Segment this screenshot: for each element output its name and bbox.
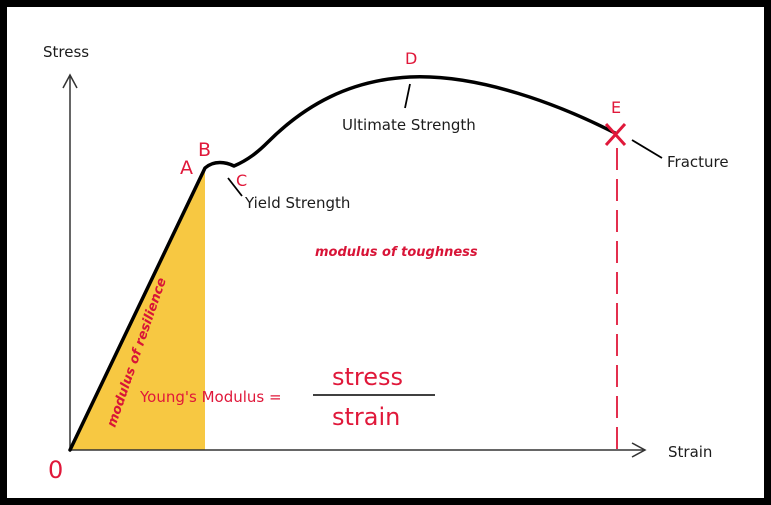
ultimate-leader	[404, 83, 411, 109]
ultimate-strength-label: Ultimate Strength	[342, 116, 476, 134]
point-c-label: C	[236, 171, 247, 190]
fracture-leader	[631, 139, 663, 159]
yield-strength-label: Yield Strength	[244, 194, 350, 212]
origin-label: 0	[48, 456, 63, 484]
x-axis-arrow	[631, 442, 647, 458]
x-axis-label: Strain	[668, 443, 712, 461]
y-axis-arrow	[62, 73, 78, 89]
point-e-label: E	[611, 98, 621, 117]
y-axis-label: Stress	[43, 43, 89, 61]
stress-strain-curve	[68, 75, 617, 452]
yield-leader	[227, 177, 243, 197]
formula-numerator: stress	[332, 363, 403, 391]
point-d-label: D	[405, 49, 417, 68]
formula-denominator: strain	[332, 403, 400, 431]
toughness-label: modulus of toughness	[315, 245, 478, 260]
point-b-label: B	[198, 139, 211, 161]
point-a-label: A	[180, 157, 193, 179]
fracture-label: Fracture	[667, 153, 729, 171]
formula-lhs: Young's Modulus =	[139, 388, 282, 406]
fracture-marker	[604, 122, 627, 147]
